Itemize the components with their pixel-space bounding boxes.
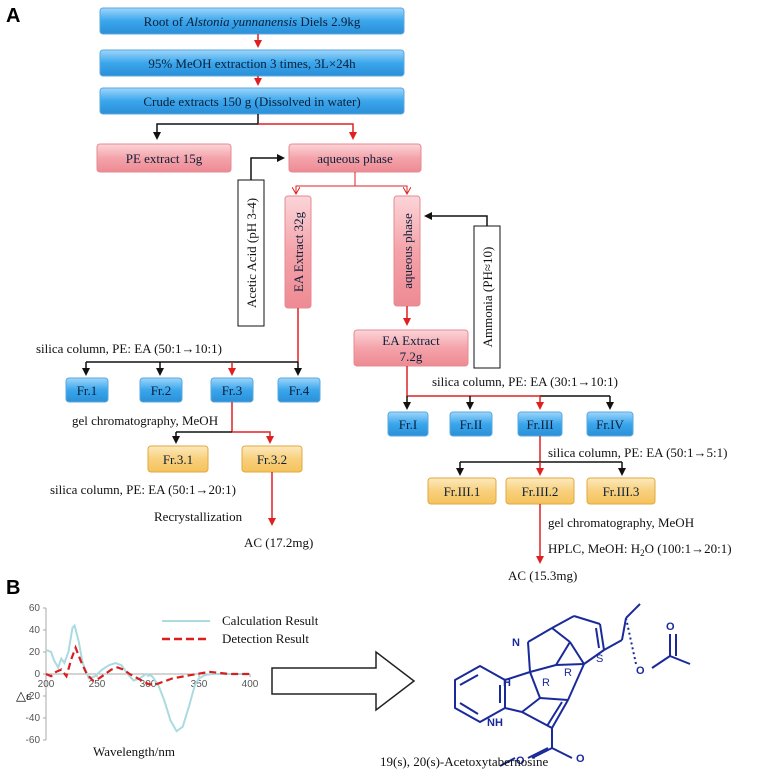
subfraction-friii-2-label: Fr.III.2 bbox=[522, 484, 559, 499]
y-tick-label: -40 bbox=[26, 713, 41, 724]
right-silica-text: silica column, PE: EA (30:1→10:1) bbox=[432, 374, 618, 389]
y-tick-label: 20 bbox=[29, 647, 41, 658]
atom-o-methoxy: O bbox=[516, 755, 525, 767]
x-tick-label: 400 bbox=[242, 679, 259, 690]
gel-left-text: gel chromatography, MeOH bbox=[72, 413, 218, 428]
subfraction-friii-3-label: Fr.III.3 bbox=[603, 484, 640, 499]
subfraction-fr3-1-label: Fr.3.1 bbox=[163, 452, 193, 467]
root-box-text: Root of Alstonia yunnanensis Diels 2.9kg bbox=[144, 14, 361, 29]
ea-extract-32g-box: EA Extract 32g bbox=[284, 195, 312, 309]
right-silica2-text: silica column, PE: EA (50:1→5:1) bbox=[548, 445, 727, 460]
x-tick-label: 200 bbox=[38, 679, 55, 690]
molecule-structure bbox=[454, 603, 691, 767]
atom-o-ester: O bbox=[636, 665, 645, 677]
crude-extract-text: Crude extracts 150 g (Dissolved in water… bbox=[143, 94, 360, 109]
hplc-text: HPLC, MeOH: H2O (100:1→20:1) bbox=[548, 541, 732, 558]
y-tick-label: 40 bbox=[29, 625, 41, 636]
meoh-extraction-text: 95% MeOH extraction 3 times, 3L×24h bbox=[148, 56, 356, 71]
fraction-friii-label: Fr.III bbox=[526, 417, 553, 432]
atom-n: N bbox=[512, 637, 520, 649]
fraction-fr1: Fr.1 bbox=[65, 377, 109, 403]
ea-extract-7-2g-line2: 7.2g bbox=[400, 349, 423, 364]
ammonia-box: Ammonia (PH≈10) bbox=[473, 225, 501, 369]
crude-extract-box: Crude extracts 150 g (Dissolved in water… bbox=[99, 87, 405, 115]
subfraction-fr3-1: Fr.3.1 bbox=[147, 445, 209, 473]
chart-xlabel: Wavelength/nm bbox=[93, 744, 175, 759]
fraction-fri-label: Fr.I bbox=[399, 417, 417, 432]
chart-series bbox=[45, 623, 250, 733]
ammonia-text: Ammonia (PH≈10) bbox=[480, 247, 495, 348]
fraction-friv: Fr.IV bbox=[586, 411, 634, 437]
hollow-arrow bbox=[271, 650, 416, 712]
subfraction-friii-3: Fr.III.3 bbox=[586, 477, 656, 505]
atom-r1: R bbox=[542, 677, 550, 689]
fraction-friv-label: Fr.IV bbox=[596, 417, 624, 432]
y-tick-label: -60 bbox=[26, 735, 41, 746]
chart-ylabel: △ε bbox=[16, 688, 32, 703]
y-tick-label: 60 bbox=[29, 603, 41, 614]
atom-r2: R bbox=[564, 667, 572, 679]
atom-o-ester-carbonyl: O bbox=[576, 753, 585, 765]
subfraction-fr3-2: Fr.3.2 bbox=[241, 445, 303, 473]
root-box: Root of Alstonia yunnanensis Diels 2.9kg bbox=[99, 7, 405, 35]
x-tick-label: 350 bbox=[191, 679, 208, 690]
atom-o-carbonyl: O bbox=[666, 621, 675, 633]
fraction-fr2: Fr.2 bbox=[139, 377, 183, 403]
ea-extract-32g-text: EA Extract 32g bbox=[291, 211, 306, 292]
subfraction-fr3-2-label: Fr.3.2 bbox=[257, 452, 287, 467]
legend-detect-label: Detection Result bbox=[222, 631, 309, 646]
aqueous-phase-text: aqueous phase bbox=[317, 151, 393, 166]
aqueous-phase-2-box: aqueous phase bbox=[393, 195, 421, 307]
ac-left-text: AC (17.2mg) bbox=[244, 535, 313, 550]
fraction-frii-label: Fr.II bbox=[460, 417, 483, 432]
x-tick-label: 250 bbox=[89, 679, 106, 690]
acetic-acid-text: Acetic Acid (pH 3-4) bbox=[244, 198, 259, 308]
ea-extract-7-2g-box: EA Extract 7.2g bbox=[353, 329, 469, 367]
atom-h: H bbox=[503, 677, 511, 689]
subfraction-friii-2: Fr.III.2 bbox=[505, 477, 575, 505]
pe-extract-text: PE extract 15g bbox=[126, 151, 203, 166]
left-silica-text: silica column, PE: EA (50:1→10:1) bbox=[36, 341, 222, 356]
y-tick-label: 0 bbox=[34, 669, 40, 680]
left-silica2-text: silica column, PE: EA (50:1→20:1) bbox=[50, 482, 236, 497]
recrystallization-text: Recrystallization bbox=[154, 509, 243, 524]
atom-s1: S bbox=[596, 653, 603, 665]
fraction-friii: Fr.III bbox=[517, 411, 563, 437]
acetic-acid-box: Acetic Acid (pH 3-4) bbox=[237, 179, 265, 327]
fraction-fr4: Fr.4 bbox=[277, 377, 321, 403]
meoh-extraction-box: 95% MeOH extraction 3 times, 3L×24h bbox=[99, 49, 405, 77]
ea-extract-7-2g-line1: EA Extract bbox=[382, 333, 440, 348]
subfraction-friii-1: Fr.III.1 bbox=[427, 477, 497, 505]
series-detection-line bbox=[45, 644, 250, 687]
fraction-fr1-label: Fr.1 bbox=[77, 383, 98, 398]
aqueous-phase-2-text: aqueous phase bbox=[400, 213, 415, 289]
panel-a-label: A bbox=[6, 5, 20, 27]
fraction-fr3: Fr.3 bbox=[210, 377, 254, 403]
fraction-fr4-label: Fr.4 bbox=[289, 383, 310, 398]
fraction-frii: Fr.II bbox=[449, 411, 493, 437]
pe-extract-box: PE extract 15g bbox=[96, 143, 232, 173]
panel-b-label: B bbox=[6, 577, 20, 599]
chart-legend: Calculation Result Detection Result bbox=[162, 613, 319, 646]
atom-nh: NH bbox=[487, 717, 503, 729]
y-tick-label: -20 bbox=[26, 691, 41, 702]
subfraction-friii-1-label: Fr.III.1 bbox=[444, 484, 481, 499]
compound-name: 19(s), 20(s)-Acetoxytabernosine bbox=[380, 754, 548, 769]
series-calculation-line bbox=[45, 623, 250, 733]
fraction-fr2-label: Fr.2 bbox=[151, 383, 172, 398]
aqueous-phase-box: aqueous phase bbox=[288, 143, 422, 173]
ac-right-text: AC (15.3mg) bbox=[508, 568, 577, 583]
legend-calc-label: Calculation Result bbox=[222, 613, 319, 628]
fraction-fri: Fr.I bbox=[387, 411, 429, 437]
gel-right-text: gel chromatography, MeOH bbox=[548, 515, 694, 530]
fraction-fr3-label: Fr.3 bbox=[222, 383, 243, 398]
